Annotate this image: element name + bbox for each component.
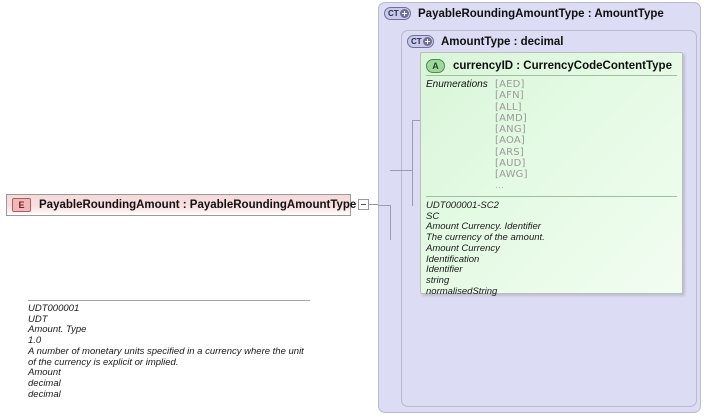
documentation-line: UDT000001 [28, 303, 80, 314]
documentation-line: UDT [28, 313, 48, 325]
documentation-line: Amount [28, 367, 61, 379]
enumeration-item: [ANG] [495, 124, 526, 136]
enumeration-item: [AOA] [495, 135, 526, 147]
enumeration-item: [AFN] [495, 90, 524, 102]
attribute-doc-divider [426, 196, 677, 197]
enumeration-item: [ARS] [495, 146, 524, 158]
attribute-badge-icon: A [426, 58, 445, 73]
connector-stub-inner-vertical [412, 170, 413, 206]
enumeration-item: [AED] [495, 79, 525, 90]
documentation-line: A number of monetary units specified in … [28, 345, 304, 368]
plus-circle-glyph-outer [400, 9, 409, 18]
documentation-line: Amount Currency [426, 242, 500, 254]
enumeration-item: [AWG] [495, 169, 528, 181]
complextype-inner-header: CT AmountType : decimal [407, 35, 563, 48]
connector-stub-attribute-vertical [412, 120, 413, 171]
documentation-line: decimal [28, 388, 61, 400]
complextype-expand-icon-outer[interactable]: CT [384, 7, 411, 20]
element-label: PayableRoundingAmount : PayableRoundingA… [39, 199, 357, 211]
attribute-header-divider [426, 75, 677, 76]
enumerations-list: [AED][AFN][ALL][AMD][ANG][AOA][ARS][AUD]… [495, 79, 528, 192]
documentation-line: Amount Currency. Identifier [426, 221, 541, 233]
connector-line [369, 204, 379, 205]
outer-documentation-divider [28, 300, 310, 301]
documentation-line: 1.0 [28, 335, 42, 347]
enumeration-item: [AUD] [495, 158, 526, 170]
plus-circle-glyph-inner [423, 37, 432, 46]
minus-glyph [361, 204, 366, 205]
enumerations-block: Enumerations [AED][AFN][ALL][AMD][ANG][A… [426, 79, 528, 192]
complextype-outer-header: CT PayableRoundingAmountType : AmountTyp… [384, 7, 664, 20]
connector-stub-inner-horizontal [390, 170, 413, 171]
documentation-line: Identifier [426, 264, 463, 276]
enumeration-item: [ALL] [495, 101, 522, 113]
complextype-expand-icon-inner[interactable]: CT [407, 35, 434, 48]
connector-stub-outer-horizontal [378, 205, 391, 206]
element-box-payable-rounding-amount[interactable]: E PayableRoundingAmount : PayableRoundin… [6, 194, 356, 216]
element-badge-icon: E [12, 198, 31, 212]
documentation-line: normalisedString [426, 285, 498, 297]
connector-stub-attribute-horizontal [412, 120, 421, 121]
documentation-line: string [426, 274, 450, 286]
enumeration-item: [AMD] [495, 112, 527, 124]
attribute-title: currencyID : CurrencyCodeContentType [453, 59, 672, 72]
enumerations-label: Enumerations [426, 79, 488, 90]
documentation-line: Identification [426, 253, 480, 265]
documentation-line: SC [426, 210, 440, 222]
complextype-outer-title: PayableRoundingAmountType : AmountType [418, 7, 664, 20]
attribute-header: A currencyID : CurrencyCodeContentType [426, 57, 672, 74]
connector-stub-outer-vertical [390, 205, 391, 240]
documentation-line: decimal [28, 377, 61, 389]
attribute-box-currency-id[interactable]: A currencyID : CurrencyCodeContentType E… [420, 52, 683, 297]
documentation-line: Amount. Type [28, 324, 87, 336]
minus-collapse-icon[interactable] [358, 199, 369, 210]
documentation-line: UDT000001-SC2 [426, 200, 499, 211]
enumeration-item: ... [495, 180, 505, 191]
complextype-inner-title: AmountType : decimal [441, 35, 564, 48]
documentation-line: The currency of the amount. [426, 232, 545, 244]
